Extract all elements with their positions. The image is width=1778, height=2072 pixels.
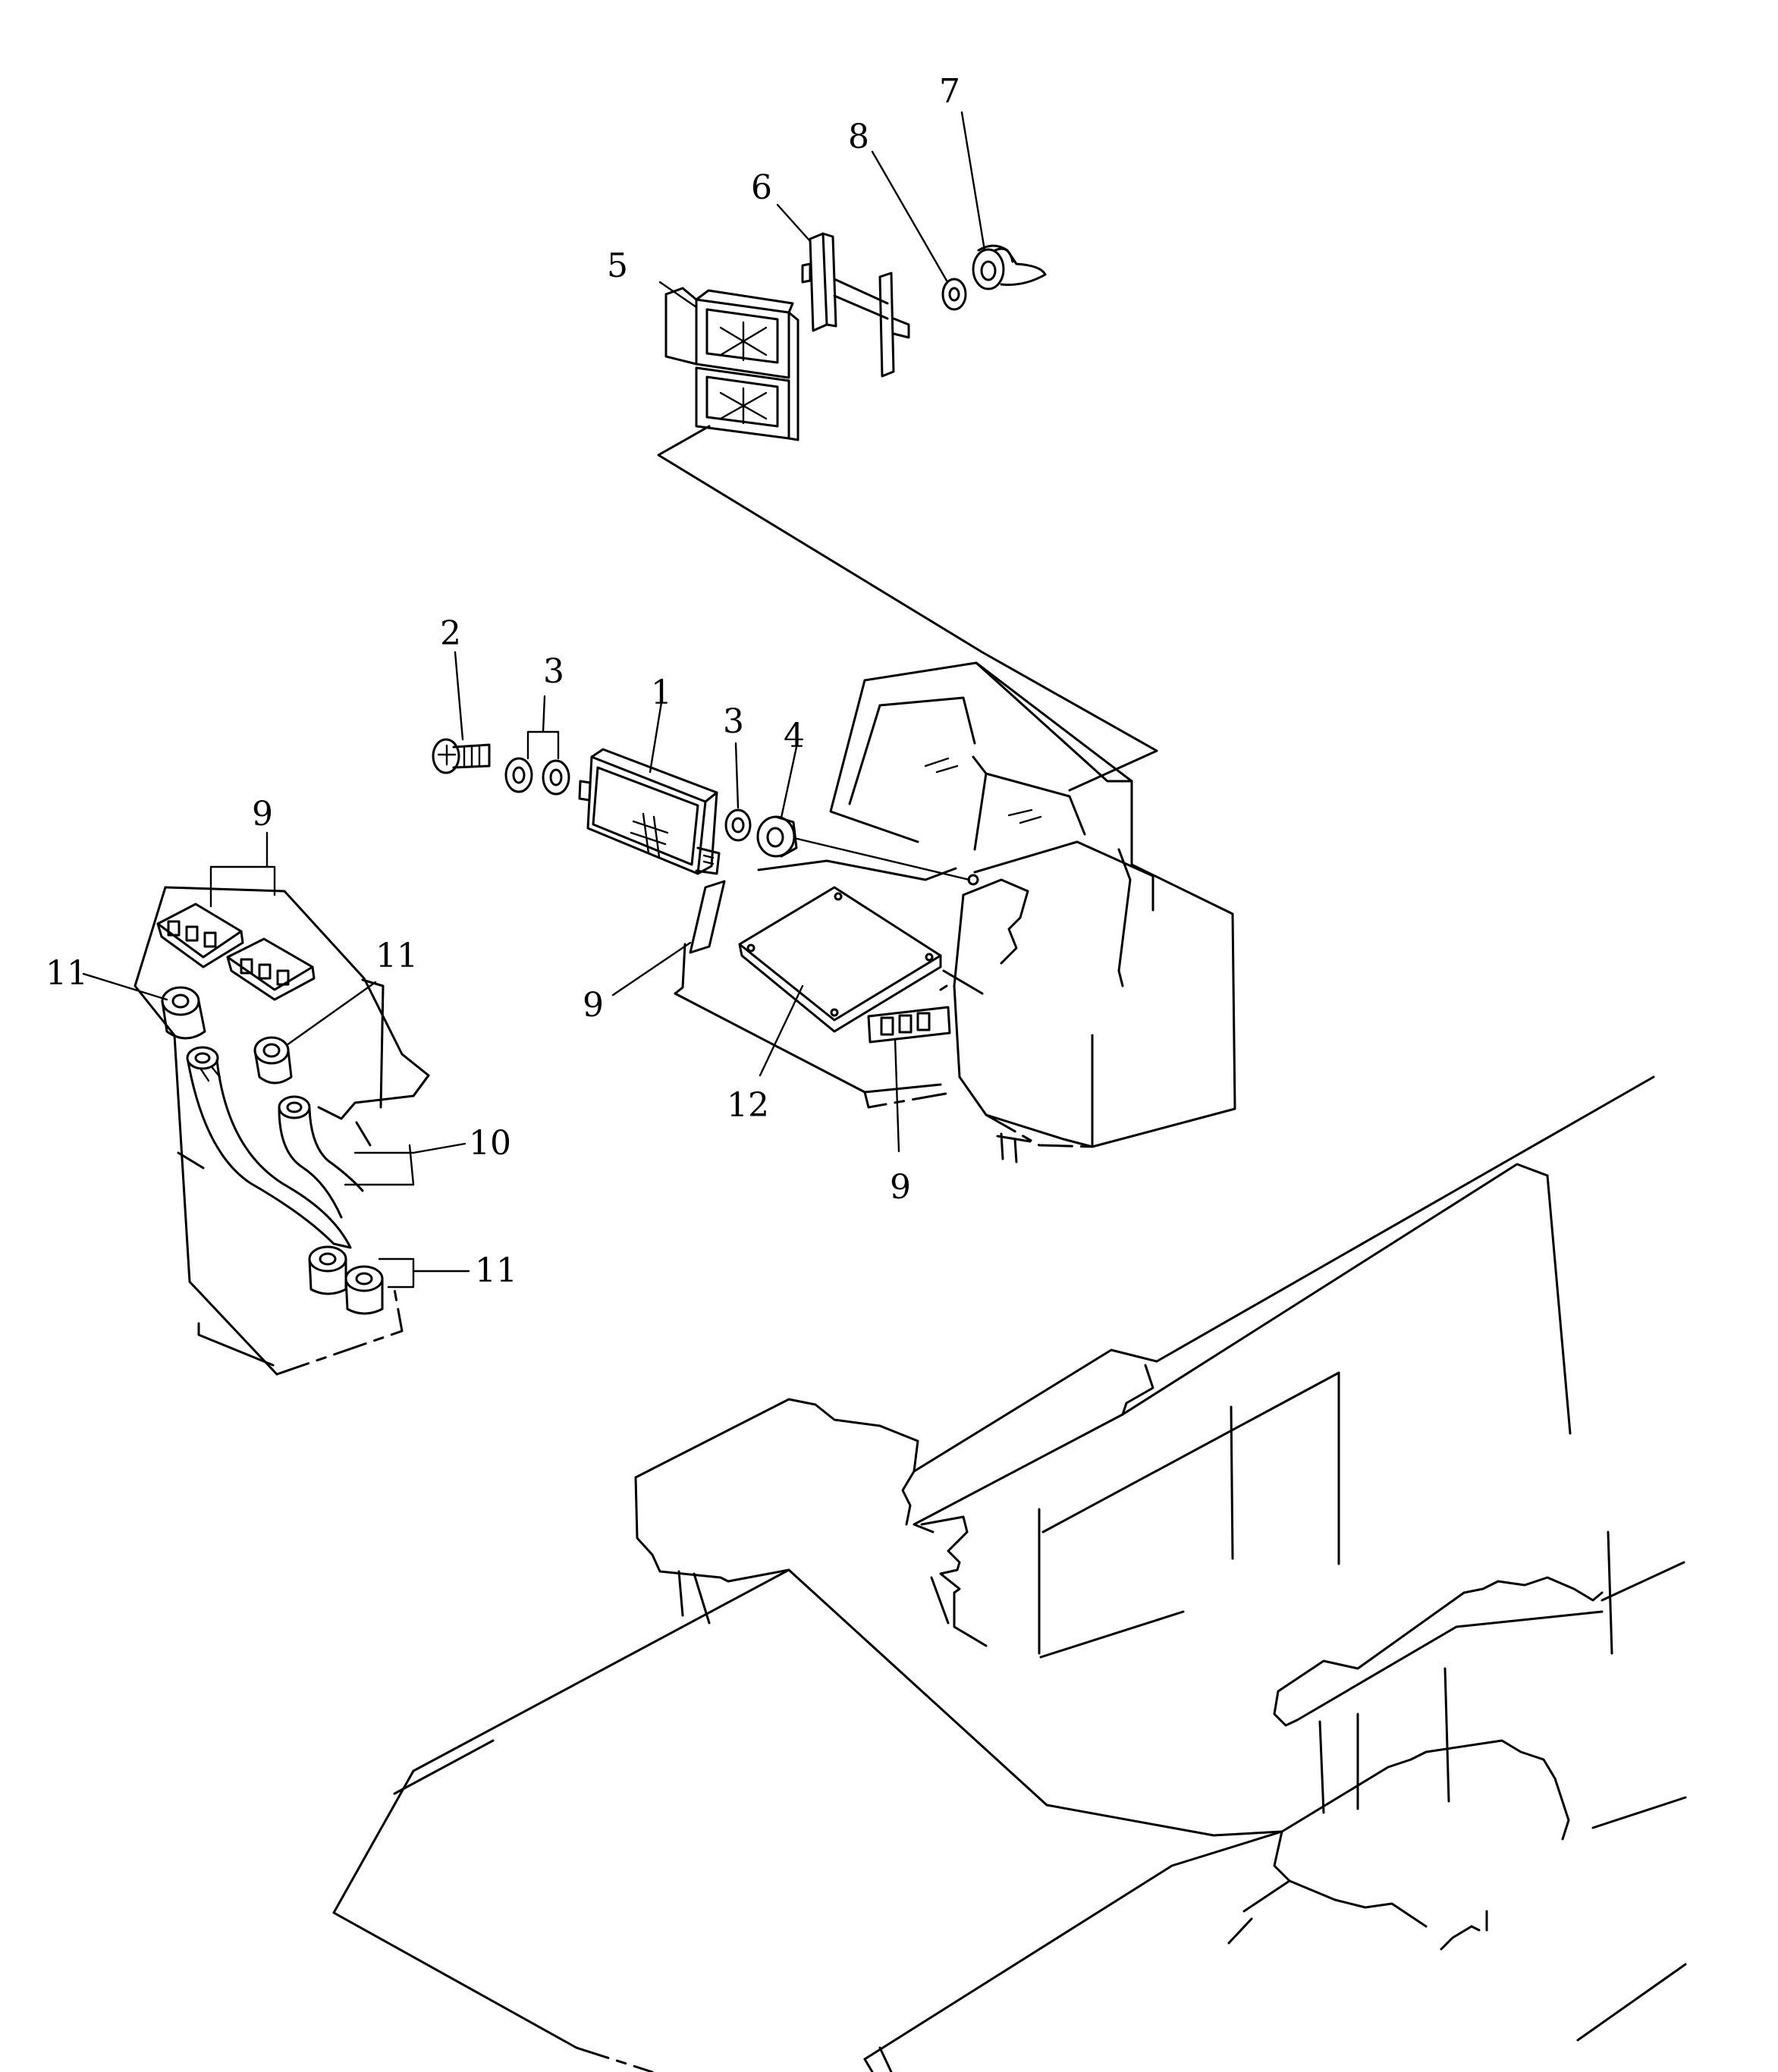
callout-7: 7 bbox=[939, 72, 960, 111]
part-5-light-assembly bbox=[664, 287, 799, 441]
part-2-bolt bbox=[432, 738, 491, 774]
part-4-nut bbox=[756, 815, 798, 858]
left-pedestal bbox=[134, 886, 430, 1376]
callout-labels: 7 8 6 5 2 3 1 3 4 9 11 11 9 12 9 10 11 bbox=[46, 72, 960, 1290]
part-8-washer bbox=[941, 278, 967, 311]
callout-11-upper: 11 bbox=[375, 937, 418, 975]
part-7-wing-nut bbox=[972, 244, 1047, 290]
part-10-hoses bbox=[186, 1046, 364, 1249]
callout-11-left: 11 bbox=[46, 954, 88, 993]
callout-5: 5 bbox=[607, 246, 628, 285]
callout-3-left: 3 bbox=[543, 652, 564, 691]
part-11-grommets bbox=[161, 986, 384, 1315]
callout-9-left: 9 bbox=[252, 795, 273, 834]
callout-9-center: 9 bbox=[583, 986, 604, 1025]
part-6-bracket bbox=[801, 232, 910, 378]
part-9-connector-left bbox=[156, 903, 316, 1001]
part-1-meter-unit bbox=[578, 748, 721, 875]
callout-8: 8 bbox=[848, 118, 869, 156]
callout-1: 1 bbox=[651, 673, 672, 712]
callout-11-bottom: 11 bbox=[475, 1251, 517, 1290]
part-9-connector-right bbox=[867, 1006, 951, 1044]
callout-4: 4 bbox=[784, 717, 805, 755]
part-3-washers bbox=[504, 757, 752, 842]
callout-3-right: 3 bbox=[723, 702, 744, 741]
callout-6: 6 bbox=[751, 168, 772, 207]
part-12-cover-plate bbox=[738, 886, 942, 1033]
leader-lines bbox=[82, 111, 1158, 1289]
callout-2: 2 bbox=[440, 614, 461, 653]
lower-frame bbox=[332, 1075, 1687, 2072]
callout-9-bottom: 9 bbox=[890, 1168, 911, 1207]
callout-10: 10 bbox=[469, 1124, 511, 1163]
cab-console bbox=[674, 661, 1236, 1163]
callout-12: 12 bbox=[727, 1086, 769, 1125]
